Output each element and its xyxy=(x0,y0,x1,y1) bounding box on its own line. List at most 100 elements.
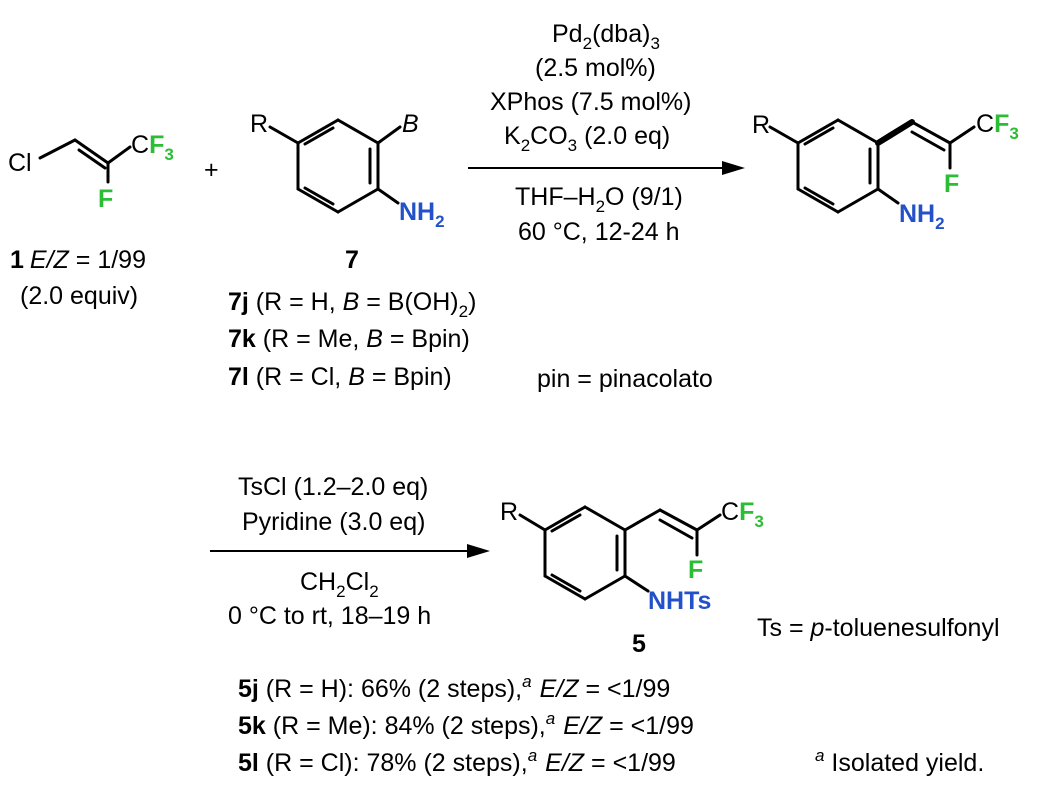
variant-7k: 7k (R = Me, B = Bpin) xyxy=(228,325,470,353)
bond xyxy=(803,126,835,146)
solvent-pre: THF–H xyxy=(515,183,596,211)
result-e: E xyxy=(545,749,562,777)
base-eq: (2.0 eq) xyxy=(577,122,670,150)
variant-sub: 2 xyxy=(459,302,468,321)
ez-value: = 1/99 xyxy=(69,246,146,274)
bond xyxy=(296,118,340,145)
bond xyxy=(550,513,582,533)
compound-number: 1 xyxy=(10,246,24,274)
result-text: (R = Cl): 78% (2 steps), xyxy=(259,749,528,777)
result-ratio: = <1/99 xyxy=(584,749,676,777)
bond xyxy=(876,187,900,205)
arrow-head xyxy=(467,544,490,558)
variant-id: 7j xyxy=(228,288,249,316)
r-label: R xyxy=(500,498,518,526)
bond xyxy=(106,145,132,165)
cf3-label: CF3 xyxy=(131,131,174,164)
base-sub: 3 xyxy=(568,136,577,155)
result-text: (R = Me): 84% (2 steps), xyxy=(266,712,546,740)
product-5-structure: R CF3 F NHTs xyxy=(500,498,764,615)
solvent-sub: 2 xyxy=(336,582,345,601)
base-co: CO xyxy=(530,122,568,150)
arrow-head xyxy=(722,161,745,175)
result-id: 5j xyxy=(238,675,259,703)
variant-pre: (R = Cl, xyxy=(249,363,348,391)
bond xyxy=(695,513,722,532)
catalyst-dba: (dba) xyxy=(592,20,650,48)
boron-label: B xyxy=(402,110,419,138)
step-1-conditions: Pd2(dba)3 (2.5 mol%) XPhos (7.5 mol%) K2… xyxy=(468,20,745,246)
solvent-post: O (9/1) xyxy=(605,183,683,211)
bond xyxy=(583,574,627,601)
bond xyxy=(518,513,547,532)
bond xyxy=(836,118,880,145)
bond xyxy=(77,148,107,170)
result-z: Z xyxy=(568,749,585,777)
bond xyxy=(658,518,694,540)
result-e: E xyxy=(563,712,580,740)
bond xyxy=(296,187,340,214)
bond xyxy=(376,187,400,205)
bond xyxy=(336,187,380,214)
bond xyxy=(796,118,840,145)
nhts-label: NHTs xyxy=(648,587,711,615)
cf3-f: F xyxy=(994,110,1009,138)
ts-note-post: -toluenesulfonyl xyxy=(824,614,999,642)
ez-e: E xyxy=(30,246,47,274)
variant-post: = Bpin) xyxy=(383,325,470,353)
variant-pre: (R = Me, xyxy=(256,325,366,353)
ez-z: Z xyxy=(53,246,70,274)
result-id: 5k xyxy=(238,712,266,740)
result-ratio: = <1/99 xyxy=(579,675,671,703)
catalyst-loading: (2.5 mol%) xyxy=(535,54,656,82)
bond xyxy=(303,186,335,206)
cf3-label: CF3 xyxy=(976,110,1019,143)
fluorine-label: F xyxy=(98,185,113,213)
compound-5-number: 5 xyxy=(632,630,646,658)
bond xyxy=(543,574,587,601)
intermediate-structure: R CF3 F NH2 xyxy=(752,110,1019,233)
reactant-1-structure: Cl CF3 F xyxy=(8,131,174,213)
base-text: K2CO3 (2.0 eq) xyxy=(504,122,670,155)
footnote-sup: a xyxy=(815,746,824,765)
variant-post: = B(OH) xyxy=(359,288,458,316)
solvent-text: THF–H2O (9/1) xyxy=(515,183,683,216)
variant-pre: (R = H, xyxy=(249,288,343,316)
bond xyxy=(550,573,582,593)
base-sub: 2 xyxy=(521,136,530,155)
bond xyxy=(303,126,335,146)
cf3-c: C xyxy=(131,131,149,159)
footnote-text: Isolated yield. xyxy=(824,749,984,777)
ts-note-pre: Ts = xyxy=(757,614,811,642)
bond xyxy=(336,118,380,145)
compound-7-number: 7 xyxy=(345,246,359,274)
catalyst-sub: 3 xyxy=(650,34,659,53)
footnote: a Isolated yield. xyxy=(815,746,984,777)
cf3-c: C xyxy=(721,498,739,526)
result-ratio: = <1/99 xyxy=(602,712,694,740)
nh2-label: NH2 xyxy=(899,200,945,233)
temp-time-text: 0 °C to rt, 18–19 h xyxy=(228,602,431,630)
step-2-conditions: TsCl (1.2–2.0 eq) Pyridine (3.0 eq) CH2C… xyxy=(210,473,490,630)
variant-7j: 7j (R = H, B = B(OH)2) xyxy=(228,288,476,321)
variant-end: ) xyxy=(468,288,476,316)
result-text: (R = H): 66% (2 steps), xyxy=(259,675,522,703)
nh-text: NH xyxy=(899,200,935,228)
bond xyxy=(948,125,976,145)
bold-bond xyxy=(875,119,915,146)
bond xyxy=(803,186,835,206)
result-sup: a xyxy=(528,746,537,765)
reagent-text: TsCl (1.2–2.0 eq) xyxy=(238,473,428,501)
nh-text: NH xyxy=(399,198,435,226)
solvent-text: CH2Cl2 xyxy=(300,568,379,601)
variant-b: B xyxy=(343,288,360,316)
ts-note-p: p xyxy=(810,614,825,642)
fluorine-label: F xyxy=(688,556,703,584)
plus-sign: + xyxy=(204,156,219,184)
reactant-7-structure: R B NH2 xyxy=(250,110,445,231)
fluorine-label: F xyxy=(944,170,959,198)
bond xyxy=(268,125,300,145)
